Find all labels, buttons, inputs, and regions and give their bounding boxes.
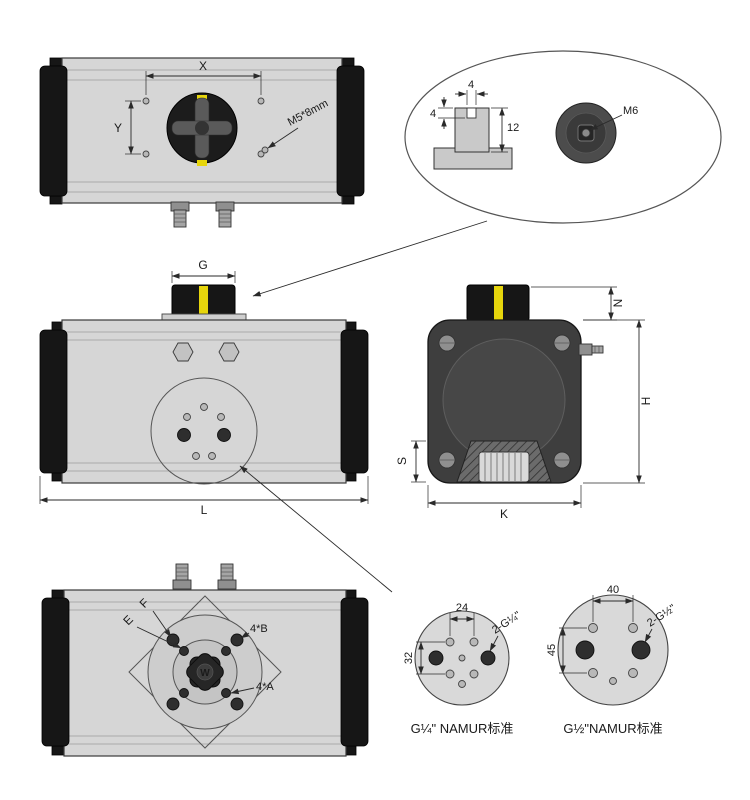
pinion-shaft-side [466, 284, 530, 322]
shaft-end-detail: M6 [555, 102, 638, 164]
hex-plug [172, 342, 194, 362]
port-g-half [575, 640, 595, 660]
m5-hole [261, 146, 269, 154]
corner-screw [553, 451, 571, 469]
slot-width-label: 4 [468, 79, 474, 91]
m6-hole [581, 128, 591, 138]
pinion-top [166, 92, 238, 166]
dim-40-label: 40 [607, 584, 619, 596]
shaft-slot [466, 107, 477, 119]
dim-32-label: 32 [403, 652, 415, 664]
corner-screw [438, 334, 456, 352]
pinion-shaft-front [171, 284, 236, 322]
dimension-k: K [427, 485, 582, 521]
port-g-quarter [428, 650, 444, 666]
top-view: X Y M5*8mm [39, 57, 365, 228]
namur-half-diagram: 40 45 2-G½" G½"NAMUR标准 [546, 584, 678, 736]
end-cap-left [41, 597, 70, 747]
air-fitting [215, 201, 235, 228]
namur-quarter-caption: G¼" NAMUR标准 [411, 721, 514, 736]
dim-y-label: Y [114, 121, 122, 135]
dim-k-label: K [500, 507, 508, 521]
air-fitting [170, 201, 190, 228]
end-cap-left [39, 65, 68, 197]
shaft-height-label: 12 [507, 122, 519, 134]
end-cap-right [340, 329, 369, 474]
indicator-yellow-bottom [197, 160, 207, 166]
front-view: G L [39, 258, 393, 593]
namur-bolt-circle-front [150, 377, 258, 485]
namur-half-caption: G½"NAMUR标准 [563, 721, 662, 736]
shaft-section-detail: 4 4 12 [430, 79, 519, 170]
dimension-n: N [531, 286, 625, 321]
actuator-body-front [61, 319, 347, 484]
bottom-view: W F E 4*B 4*A [41, 563, 369, 757]
dim-45-label: 45 [546, 644, 558, 656]
dim-g-label: G [198, 258, 207, 272]
dimension-s: S [395, 440, 426, 483]
top-cap-tab [341, 195, 355, 205]
note-4b: 4*B [240, 623, 268, 639]
corner-screw [438, 451, 456, 469]
ribbed-coupling [478, 451, 530, 483]
namur-half-circle [557, 594, 669, 706]
dimension-x: X [145, 59, 262, 95]
dimension-40: 40 [592, 584, 634, 622]
indicator-stripe [494, 286, 503, 320]
side-air-fitting [578, 343, 604, 356]
dimension-h: H [583, 319, 653, 484]
indicator-stripe [199, 286, 208, 320]
end-cap-right [336, 65, 365, 197]
namur-quarter-diagram: 24 32 2-G¼" G¼" NAMUR标准 [403, 602, 523, 736]
detail-leader-line [252, 220, 488, 297]
top-cap-tab [49, 57, 63, 67]
holes-4a-label: 4*A [256, 681, 274, 693]
ports-quarter-label: 2-G¼" [490, 609, 523, 636]
port-g-half [631, 640, 651, 660]
dimension-y: Y [114, 100, 141, 155]
dimension-l: L [39, 476, 369, 517]
air-fitting [217, 563, 237, 590]
dimension-g: G [171, 258, 236, 283]
air-fitting [172, 563, 192, 590]
dim-h-label: H [639, 397, 653, 406]
m6-label: M6 [623, 105, 638, 117]
dimension-45: 45 [546, 627, 587, 674]
holes-4b-label: 4*B [250, 623, 268, 635]
namur-detail-leader [239, 465, 393, 593]
slot-depth-label: 4 [430, 108, 436, 120]
shaft-marking-label: W [200, 668, 210, 679]
dimension-32: 32 [403, 641, 445, 675]
dim-n-label: N [611, 299, 625, 308]
dim-l-label: L [201, 503, 208, 517]
dim-s-label: S [395, 457, 409, 465]
dim-x-label: X [199, 59, 207, 73]
port-g-quarter [480, 650, 496, 666]
dimension-24: 24 [449, 602, 475, 636]
top-cap-tab [49, 195, 63, 205]
hex-plug [218, 342, 240, 362]
top-cap-tab [341, 57, 355, 67]
bottom-cap-tab [51, 745, 65, 756]
dim-24-label: 24 [456, 602, 468, 614]
mounting-holes-top [142, 97, 269, 158]
side-view: N H S K [395, 284, 653, 521]
end-cap-left [39, 329, 68, 474]
corner-screw [553, 334, 571, 352]
end-cap-right [340, 597, 369, 747]
output-shaft-star: W [186, 653, 224, 691]
note-4a: 4*A [230, 681, 274, 695]
shaft-detail-balloon: 4 4 12 M6 [252, 50, 722, 297]
